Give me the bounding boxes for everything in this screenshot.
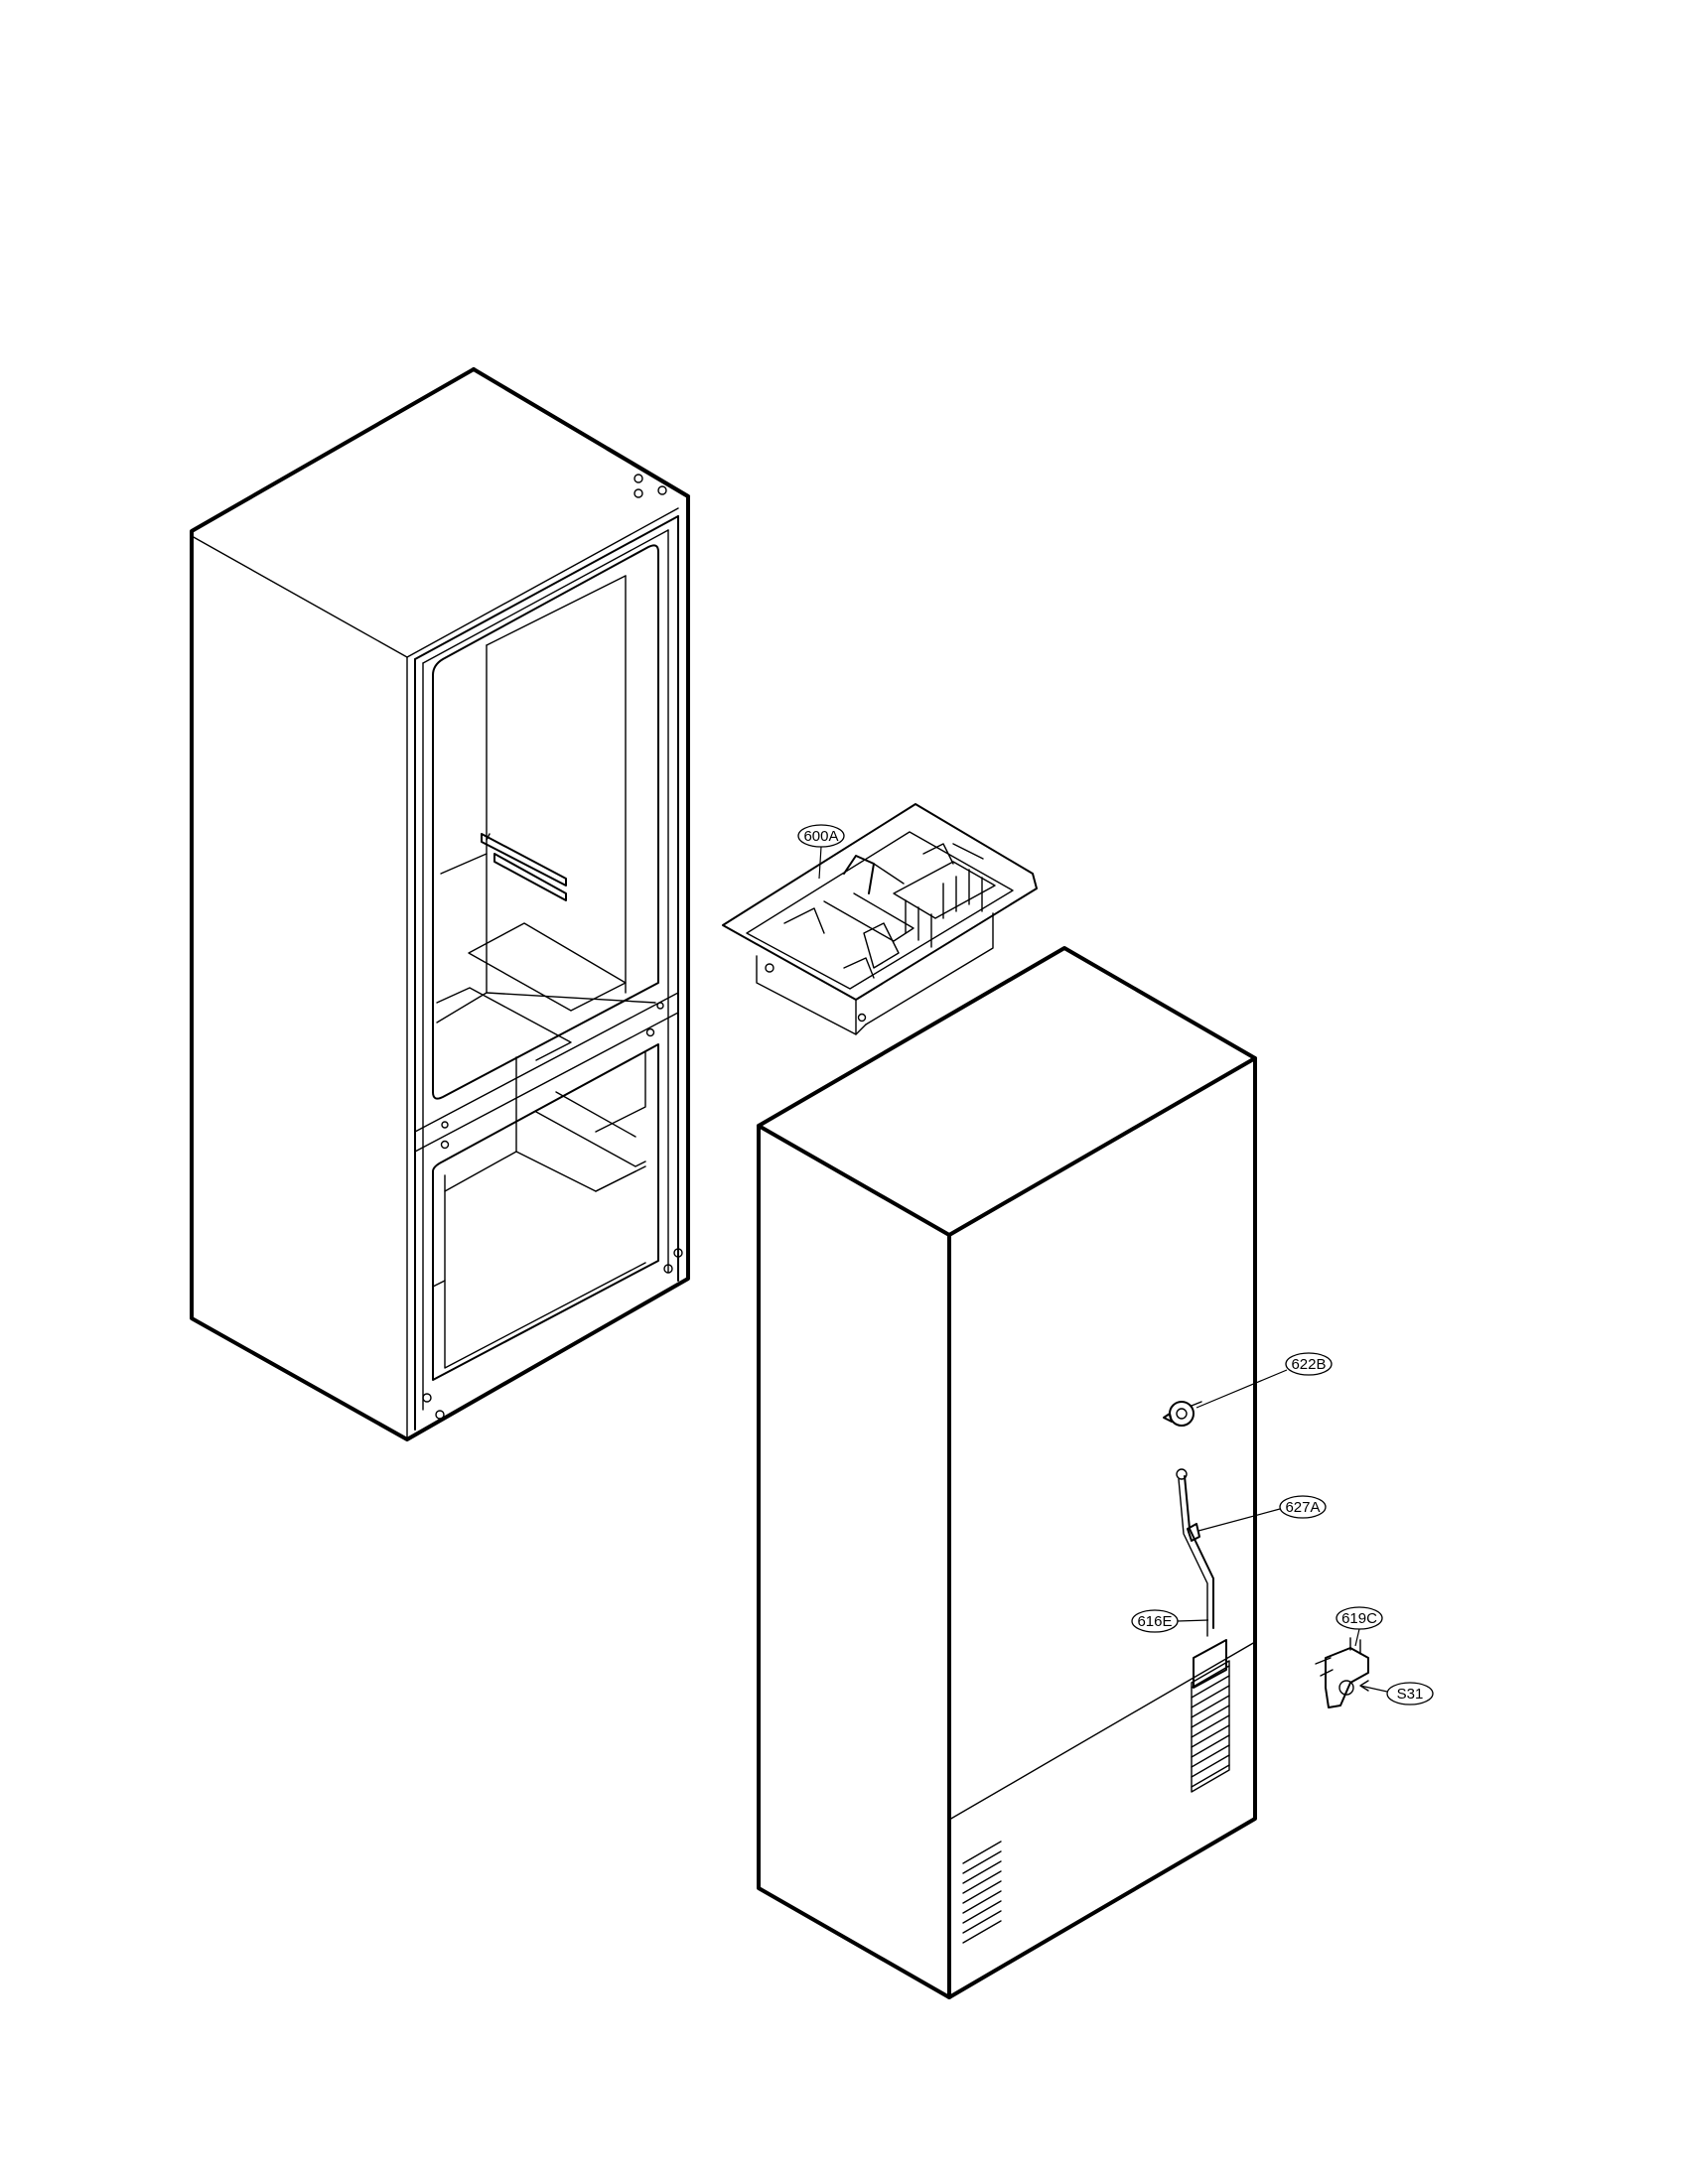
cabinet-front-view xyxy=(190,367,690,1441)
callout-616E: 616E xyxy=(1131,1609,1209,1633)
cabinet-rear-view xyxy=(757,946,1369,1999)
callout-622B: 622B xyxy=(1196,1352,1333,1409)
callout-627A: 627A xyxy=(1197,1495,1327,1532)
callout-627A-label: 627A xyxy=(1285,1499,1320,1516)
callout-600A: 600A xyxy=(797,824,845,880)
callout-600A-label: 600A xyxy=(803,828,838,845)
callout-619C-label: 619C xyxy=(1341,1610,1377,1627)
callout-622B-label: 622B xyxy=(1291,1356,1326,1373)
ice-maker-assembly xyxy=(722,803,1038,1035)
callout-S31-label: S31 xyxy=(1397,1686,1424,1703)
callout-619C: 619C xyxy=(1336,1606,1383,1647)
callout-616E-label: 616E xyxy=(1137,1613,1172,1630)
callout-S31: S31 xyxy=(1359,1680,1434,1706)
